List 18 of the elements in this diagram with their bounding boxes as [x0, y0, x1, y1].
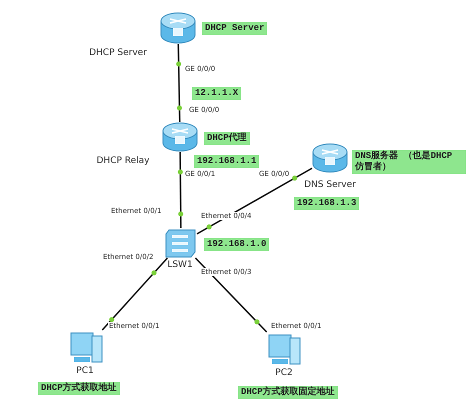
device-name: DHCP Relay: [96, 156, 150, 166]
device-name: PC1: [76, 366, 94, 376]
note-tag: DHCP代理: [204, 132, 250, 145]
note-tag: DNS服务器 （也是DHCP 仿冒者）: [352, 150, 466, 174]
note-tag: DHCP方式获取地址: [38, 382, 120, 395]
connection-line: [178, 44, 180, 122]
device-name: PC2: [275, 368, 293, 378]
device-name: LSW1: [167, 260, 193, 270]
note-tag: DHCP方式获取固定地址: [238, 386, 338, 399]
device-name: DNS Server: [304, 180, 356, 190]
note-tag: 192.168.1.1: [194, 155, 260, 168]
note-tag: 12.1.1.X: [192, 87, 242, 100]
note-tag: 192.168.1.3: [294, 197, 360, 210]
connection-line: [196, 168, 312, 235]
device-name: DHCP Server: [89, 48, 147, 58]
connection-line: [179, 152, 182, 228]
note-tag: 192.168.1.0: [204, 238, 270, 251]
note-tag: DHCP Server: [202, 22, 268, 35]
